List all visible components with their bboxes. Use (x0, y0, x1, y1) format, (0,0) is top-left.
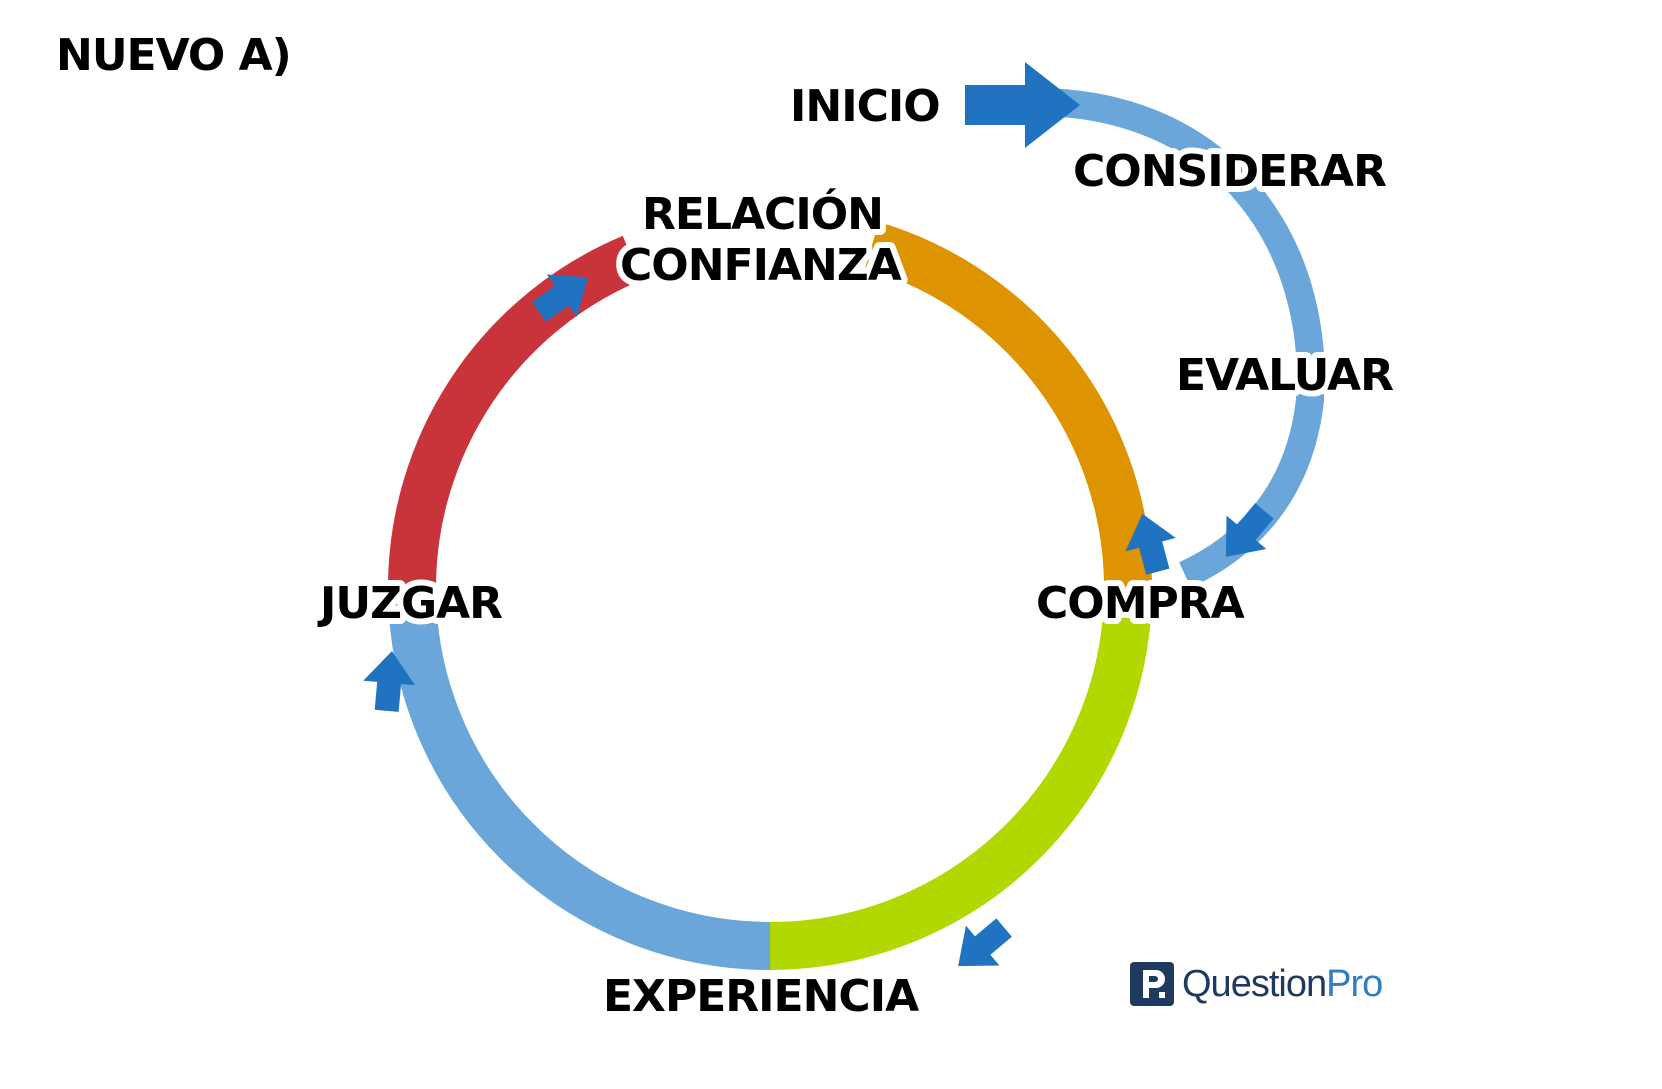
page-title: NUEVO A) (56, 30, 292, 81)
arc-compra-to-experiencia (769, 587, 1152, 970)
stage-label-experiencia: EXPERIENCIA (603, 971, 919, 1022)
arc-relacion-to-compra (865, 221, 1152, 589)
stage-label-compra: COMPRA (1036, 578, 1245, 629)
questionpro-logo: QuestionPro (1130, 962, 1383, 1006)
questionpro-wordmark: QuestionPro (1182, 962, 1383, 1006)
stage-label-considerar: CONSIDERAR (1073, 146, 1386, 197)
inicio-arrow-icon (965, 62, 1080, 148)
arrow-down-left-icon (1225, 503, 1274, 557)
arrow-up-icon (363, 651, 416, 712)
arrow-down-left-icon (958, 918, 1012, 967)
brand-name-question: Question (1182, 962, 1327, 1005)
arc-juzgar-to-relacion (388, 235, 642, 589)
stage-label-evaluar: EVALUAR (1176, 350, 1393, 401)
questionpro-logo-icon (1130, 962, 1174, 1006)
arc-experiencia-to-juzgar (388, 587, 771, 970)
arrow-down-icon (1125, 513, 1176, 575)
stage-label-confianza: CONFIANZA (620, 240, 902, 291)
stage-label-inicio: INICIO (790, 81, 940, 132)
stage-label-relacion: RELACIÓN (642, 187, 883, 240)
arrow-up-right-icon (531, 274, 589, 322)
brand-name-pro: Pro (1326, 962, 1383, 1005)
stage-label-juzgar: JUZGAR (317, 578, 502, 629)
